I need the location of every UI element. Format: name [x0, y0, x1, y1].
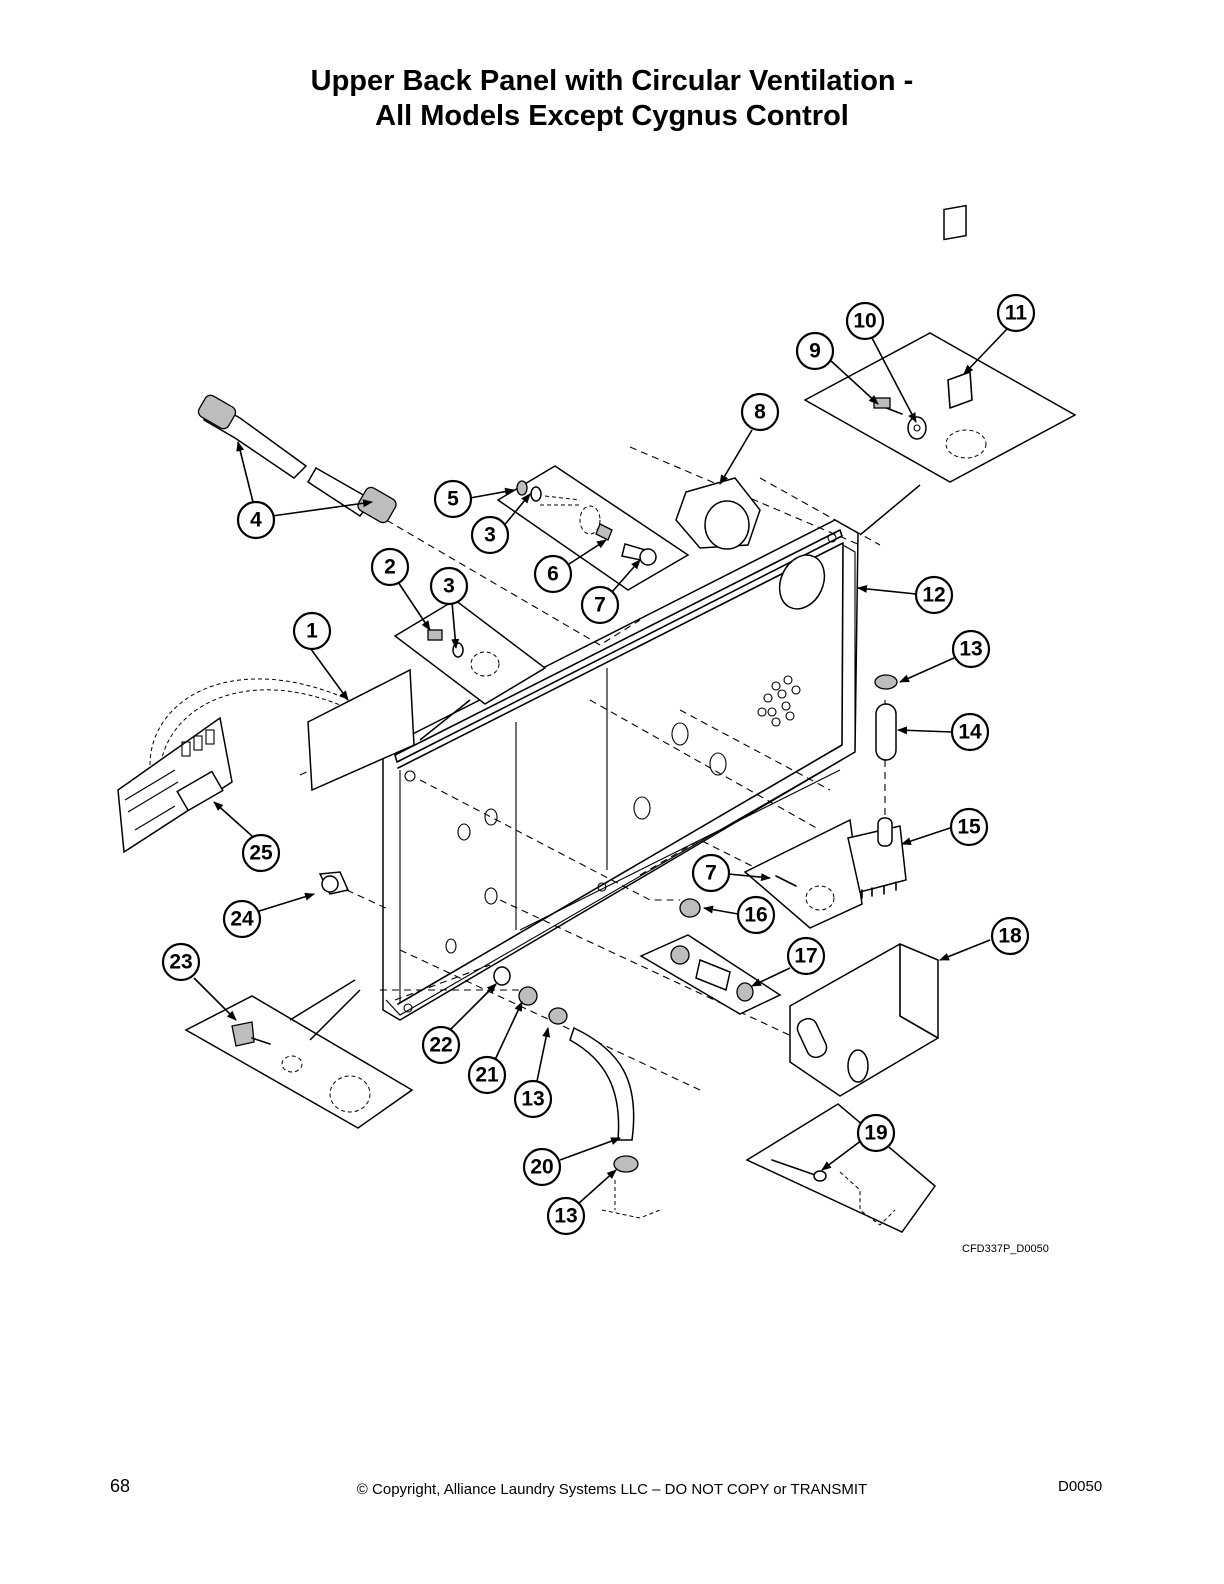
callout-20: 20 — [522, 1147, 562, 1187]
callout-label: 20 — [530, 1156, 553, 1179]
inset-box-valve — [743, 818, 863, 929]
inset-box-lower-left — [184, 979, 414, 1129]
hose-part-4 — [197, 394, 397, 524]
callout-label: 7 — [705, 862, 717, 885]
callout-25: 25 — [241, 833, 281, 873]
callout-label: 10 — [853, 310, 876, 333]
callout-10: 10 — [845, 301, 885, 341]
page-title-line-1: Upper Back Panel with Circular Ventilati… — [310, 65, 914, 97]
copyright-notice: © Copyright, Alliance Laundry Systems LL… — [356, 1481, 868, 1498]
callout-label: 3 — [443, 575, 455, 598]
callout-label: 14 — [958, 721, 982, 744]
callout-3-lower: 3 — [429, 566, 469, 606]
callout-7-lower: 7 — [691, 853, 731, 893]
back-panel — [382, 519, 859, 1021]
callout-label: 25 — [249, 842, 273, 865]
callout-label: 13 — [521, 1088, 544, 1111]
drawing-code: CFD337P_D0050 — [962, 1243, 1049, 1255]
callout-6: 6 — [533, 554, 573, 594]
callout-14: 14 — [950, 712, 990, 752]
callout-22: 22 — [421, 1025, 461, 1065]
callout-21: 21 — [467, 1055, 507, 1095]
callout-label: 21 — [475, 1064, 499, 1087]
callout-label: 19 — [864, 1122, 887, 1145]
callout-2: 2 — [370, 547, 410, 587]
leader-arrows — [193, 327, 1009, 1205]
callout-label: 5 — [447, 488, 459, 511]
callout-13-bottom: 13 — [546, 1196, 586, 1236]
callout-label: 6 — [547, 563, 559, 586]
callout-label: 3 — [484, 524, 496, 547]
callout-label: 8 — [754, 401, 766, 424]
callout-13-top: 13 — [951, 629, 991, 669]
callout-5: 5 — [433, 479, 473, 519]
callout-23: 23 — [161, 942, 201, 982]
callout-8: 8 — [740, 392, 780, 432]
callout-label: 7 — [594, 594, 606, 617]
callout-label: 24 — [230, 908, 254, 931]
callout-label: 16 — [744, 904, 767, 927]
inset-box-17 — [639, 934, 782, 1015]
callout-18: 18 — [990, 916, 1030, 956]
inset-box-top-center — [496, 465, 690, 591]
bracket-part-18 — [789, 943, 939, 1097]
callout-7-upper: 7 — [580, 585, 620, 625]
callout-label: 12 — [922, 584, 945, 607]
drain-hose-part-20 — [569, 1026, 661, 1219]
callout-24: 24 — [222, 899, 262, 939]
clamp-and-hose-14 — [874, 674, 898, 761]
callout-11: 11 — [996, 293, 1036, 333]
vent-holes — [757, 675, 801, 727]
inset-box-left-center — [393, 599, 547, 741]
callout-label: 23 — [169, 951, 192, 974]
callout-label: 13 — [554, 1205, 577, 1228]
callout-17: 17 — [786, 936, 826, 976]
callout-label: 18 — [998, 925, 1022, 948]
inset-box-top-right — [803, 204, 1077, 536]
callout-9: 9 — [795, 331, 835, 371]
callout-label: 1 — [306, 620, 318, 643]
cover-part-1 — [149, 668, 415, 792]
label-part-25 — [117, 716, 233, 854]
callout-4: 4 — [236, 500, 276, 540]
callout-1: 1 — [292, 611, 332, 651]
document-code: D0050 — [1058, 1478, 1103, 1495]
callout-label: 22 — [429, 1034, 452, 1057]
callout-label: 13 — [959, 638, 982, 661]
vent-part-8 — [675, 477, 761, 550]
callout-3-upper: 3 — [470, 515, 510, 555]
callout-13-middle: 13 — [513, 1079, 553, 1119]
callout-label: 9 — [809, 340, 821, 363]
callout-16: 16 — [736, 895, 776, 935]
small-parts — [318, 871, 701, 1025]
valve-part-15 — [847, 817, 907, 899]
page-title-line-2: All Models Except Cygnus Control — [375, 100, 849, 132]
callout-15: 15 — [949, 807, 989, 847]
inset-box-19 — [745, 1103, 937, 1233]
callout-label: 11 — [1005, 302, 1028, 325]
callout-label: 17 — [794, 945, 817, 968]
callout-label: 2 — [384, 556, 396, 579]
callout-19: 19 — [856, 1113, 896, 1153]
callout-label: 4 — [250, 509, 262, 532]
callout-12: 12 — [914, 575, 954, 615]
callout-label: 15 — [957, 816, 981, 839]
page-number: 68 — [110, 1476, 131, 1496]
